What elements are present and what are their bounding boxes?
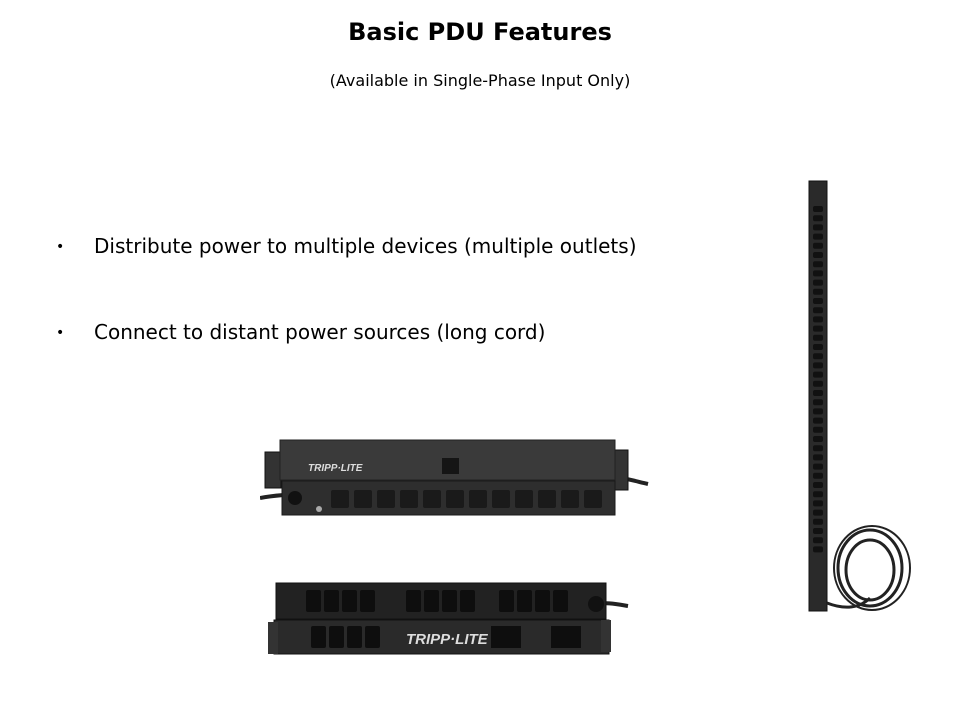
outlet bbox=[813, 537, 823, 544]
outlet bbox=[813, 390, 823, 396]
outlet bbox=[813, 353, 823, 360]
outlet bbox=[813, 408, 823, 415]
outlet bbox=[813, 426, 823, 433]
outlet bbox=[400, 490, 418, 508]
slide-title: Basic PDU Features bbox=[348, 18, 612, 46]
outlet bbox=[813, 380, 823, 387]
bullet-dot: • bbox=[56, 325, 65, 341]
outlet bbox=[442, 590, 457, 612]
vertical-pdu-image bbox=[808, 180, 911, 612]
outlet bbox=[499, 590, 514, 612]
outlet bbox=[813, 445, 823, 452]
outlet bbox=[813, 454, 823, 461]
outlet bbox=[813, 463, 823, 470]
outlet bbox=[311, 626, 326, 648]
outlet bbox=[342, 590, 357, 612]
outlet bbox=[813, 270, 823, 277]
outlet bbox=[347, 626, 362, 648]
brand-logo: TRIPP·LITE bbox=[406, 631, 489, 648]
outlet bbox=[377, 490, 395, 508]
outlet bbox=[813, 242, 823, 249]
outlet bbox=[813, 206, 823, 212]
slide-subtitle: (Available in Single-Phase Input Only) bbox=[329, 71, 631, 90]
outlet bbox=[406, 590, 421, 612]
rack-pdu-image: TRIPP·LITE bbox=[268, 582, 629, 655]
outlet bbox=[813, 362, 823, 369]
outlet bbox=[813, 344, 823, 350]
outlet bbox=[561, 490, 579, 508]
outlet bbox=[813, 288, 823, 295]
outlet bbox=[813, 546, 823, 553]
outlet bbox=[813, 252, 823, 258]
outlet bbox=[813, 298, 823, 304]
outlet bbox=[365, 626, 380, 648]
outlet bbox=[535, 590, 550, 612]
outlet bbox=[813, 316, 823, 323]
outlet bbox=[813, 500, 823, 507]
outlet bbox=[424, 590, 439, 612]
outlet bbox=[813, 233, 823, 240]
outlet bbox=[813, 371, 823, 378]
bullet-text: Connect to distant power sources (long c… bbox=[94, 320, 546, 344]
outlet bbox=[354, 490, 372, 508]
outlet bbox=[331, 490, 349, 508]
bullet-dot: • bbox=[56, 239, 65, 255]
outlet bbox=[324, 590, 339, 612]
outlet bbox=[813, 482, 823, 488]
outlet bbox=[360, 590, 375, 612]
outlet bbox=[813, 399, 823, 406]
outlet bbox=[306, 590, 321, 612]
outlet bbox=[515, 490, 533, 508]
outlet bbox=[469, 490, 487, 508]
outlet bbox=[492, 490, 510, 508]
outlet bbox=[813, 224, 823, 231]
outlet bbox=[813, 334, 823, 341]
outlet bbox=[329, 626, 344, 648]
outlet bbox=[813, 528, 823, 534]
bullet-item: • Connect to distant power sources (long… bbox=[56, 320, 545, 346]
outlet bbox=[553, 590, 568, 612]
bullet-text: Distribute power to multiple devices (mu… bbox=[94, 234, 637, 258]
horizontal-pdu-image: TRIPP·LITE bbox=[260, 439, 649, 516]
outlet bbox=[813, 279, 823, 286]
bullet-item: • Distribute power to multiple devices (… bbox=[56, 234, 637, 260]
outlet bbox=[813, 261, 823, 268]
outlet bbox=[813, 215, 823, 222]
outlet bbox=[813, 436, 823, 442]
outlet bbox=[517, 590, 532, 612]
outlet bbox=[813, 307, 823, 314]
outlet bbox=[538, 490, 556, 508]
outlet bbox=[813, 417, 823, 424]
outlet bbox=[423, 490, 441, 508]
outlet bbox=[813, 491, 823, 498]
brand-logo: TRIPP·LITE bbox=[308, 463, 363, 474]
outlet bbox=[813, 518, 823, 525]
outlet bbox=[446, 490, 464, 508]
outlet bbox=[813, 472, 823, 479]
outlet bbox=[460, 590, 475, 612]
outlet bbox=[813, 325, 823, 332]
outlet bbox=[813, 509, 823, 516]
outlet bbox=[584, 490, 602, 508]
